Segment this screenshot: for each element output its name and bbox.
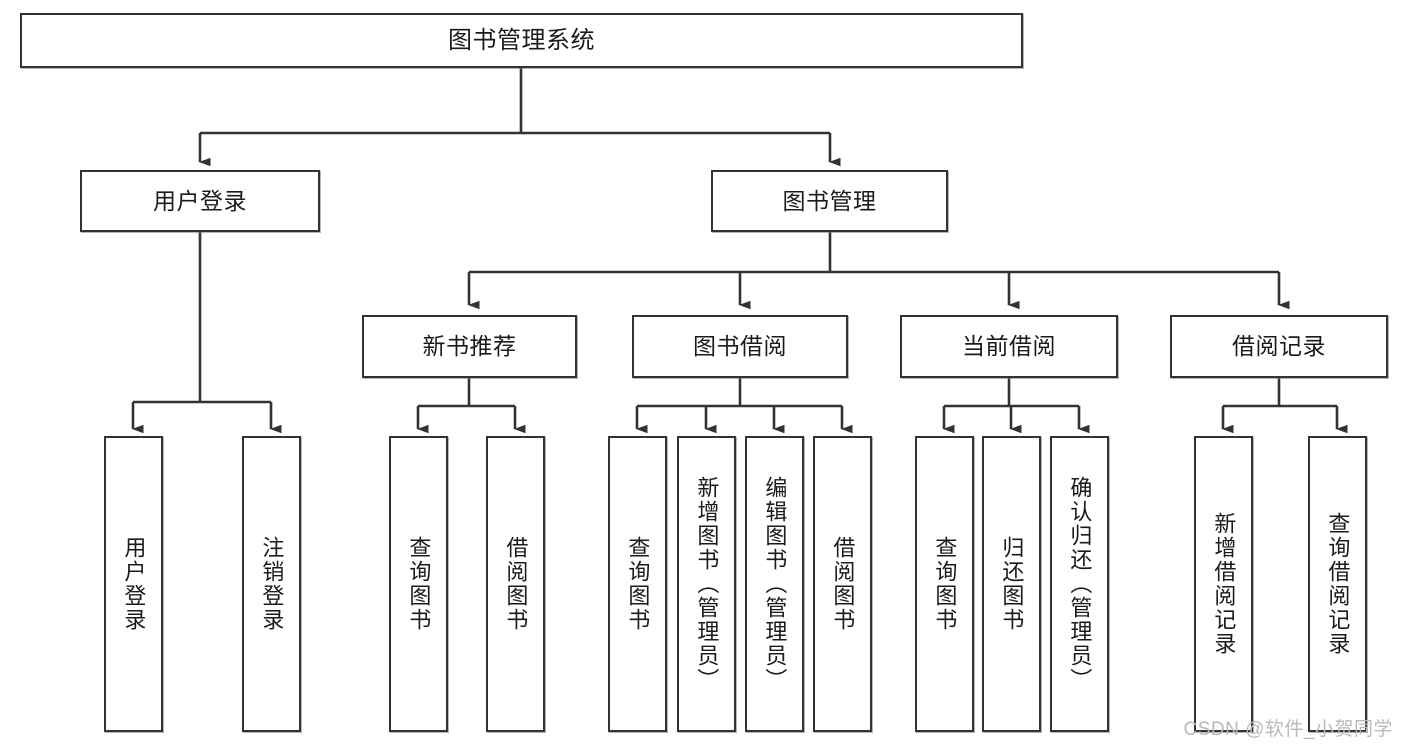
node-label: 查询图书 bbox=[932, 536, 958, 632]
node-book-management[interactable]: 图书管理 bbox=[711, 170, 948, 232]
node-book-borrow[interactable]: 图书借阅 bbox=[632, 315, 848, 378]
leaf-record-add[interactable]: 新增借阅记录 bbox=[1194, 436, 1253, 732]
node-label: 用户登录 bbox=[121, 536, 147, 632]
node-label: 图书管理系统 bbox=[448, 26, 595, 54]
node-user-login[interactable]: 用户登录 bbox=[80, 170, 320, 232]
leaf-current-query-book[interactable]: 查询图书 bbox=[915, 436, 974, 732]
node-label: 借阅图书 bbox=[830, 536, 856, 632]
node-label: 归还图书 bbox=[999, 536, 1025, 632]
leaf-borrow-edit-book[interactable]: 编辑图书（管理员） bbox=[745, 436, 804, 732]
leaf-current-return-book[interactable]: 归还图书 bbox=[982, 436, 1041, 732]
node-label: 新书推荐 bbox=[422, 333, 517, 360]
node-label: 新增借阅记录 bbox=[1211, 512, 1237, 656]
node-borrow-record[interactable]: 借阅记录 bbox=[1170, 315, 1388, 378]
node-label: 查询借阅记录 bbox=[1325, 512, 1351, 656]
node-label: 借阅记录 bbox=[1232, 333, 1326, 360]
leaf-borrow-borrow-book[interactable]: 借阅图书 bbox=[813, 436, 872, 732]
node-label: 编辑图书（管理员） bbox=[762, 476, 788, 692]
node-label: 当前借阅 bbox=[962, 333, 1056, 360]
node-root-system[interactable]: 图书管理系统 bbox=[20, 13, 1023, 68]
node-new-book-recommend[interactable]: 新书推荐 bbox=[362, 315, 577, 378]
node-label: 借阅图书 bbox=[503, 536, 529, 632]
node-label: 图书管理 bbox=[782, 187, 877, 214]
node-label: 注销登录 bbox=[259, 536, 285, 632]
leaf-record-query[interactable]: 查询借阅记录 bbox=[1308, 436, 1367, 732]
leaf-user-login-logout[interactable]: 注销登录 bbox=[242, 436, 301, 732]
leaf-user-login-login[interactable]: 用户登录 bbox=[104, 436, 163, 732]
node-label: 图书借阅 bbox=[693, 333, 787, 360]
csdn-watermark: CSDN @软件_小贺同学 bbox=[1183, 719, 1393, 740]
leaf-borrow-query-book[interactable]: 查询图书 bbox=[608, 436, 667, 732]
node-label: 查询图书 bbox=[406, 536, 432, 632]
node-label: 用户登录 bbox=[153, 187, 247, 214]
node-label: 确认归还（管理员） bbox=[1067, 476, 1093, 692]
leaf-new-book-borrow[interactable]: 借阅图书 bbox=[486, 436, 545, 732]
node-label: 查询图书 bbox=[625, 536, 651, 632]
leaf-new-book-query[interactable]: 查询图书 bbox=[389, 436, 448, 732]
node-current-borrow[interactable]: 当前借阅 bbox=[900, 315, 1118, 378]
leaf-borrow-add-book[interactable]: 新增图书（管理员） bbox=[677, 436, 736, 732]
node-label: 新增图书（管理员） bbox=[694, 476, 720, 692]
leaf-current-confirm-return[interactable]: 确认归还（管理员） bbox=[1050, 436, 1109, 732]
